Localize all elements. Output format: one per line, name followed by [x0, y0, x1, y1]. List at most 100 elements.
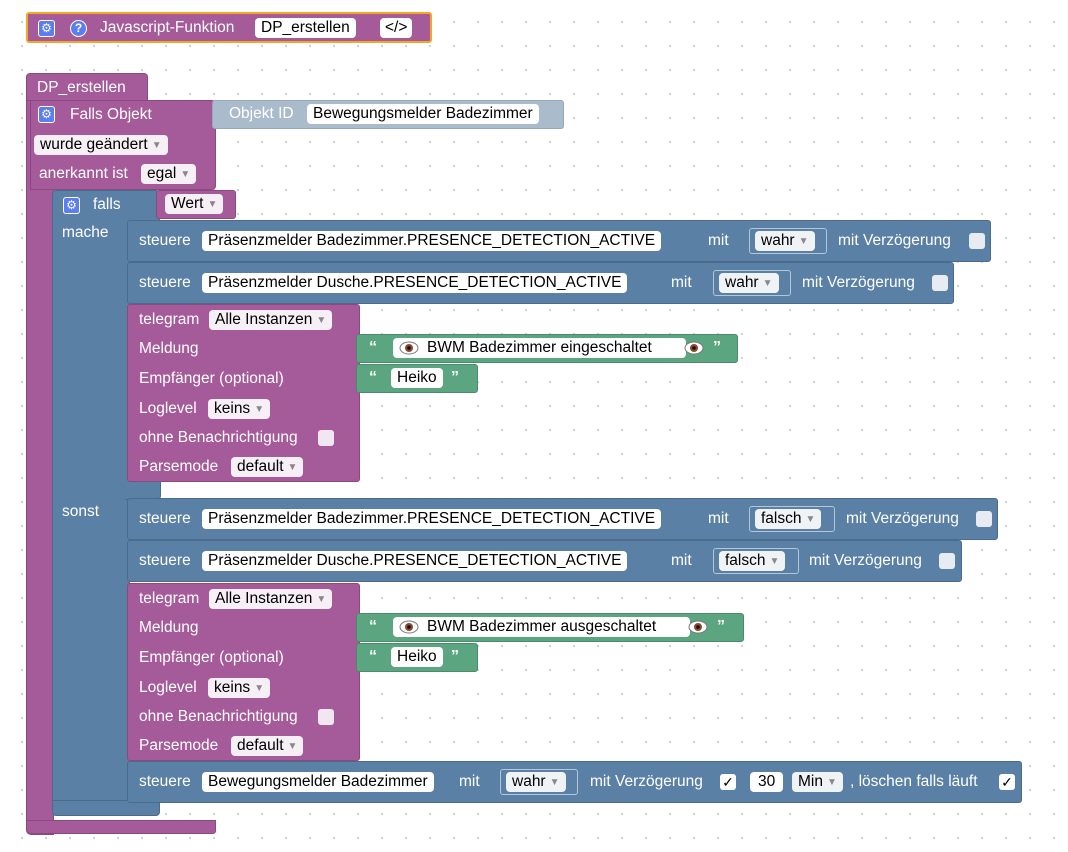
telegram-loglevel-dropdown[interactable]: keins▼: [208, 399, 271, 419]
gear-icon[interactable]: ⚙: [38, 20, 55, 37]
control-delay-label: mit Verzögerung: [809, 552, 922, 569]
then-telegram-block[interactable]: telegram Alle Instanzen▼ Meldung Empfäng…: [127, 304, 360, 482]
else-recipient-text-block[interactable]: “ Heiko ”: [356, 643, 478, 672]
open-quote-icon: “: [369, 369, 377, 386]
control-value-box: [749, 228, 827, 254]
control-prefix: steuere: [139, 232, 191, 249]
control-with-label: mit: [671, 552, 692, 569]
trigger-ack-label: anerkannt ist: [39, 165, 128, 182]
open-quote-icon: “: [369, 339, 377, 356]
telegram-recipient-label: Empfänger (optional): [139, 370, 284, 387]
control-delay-label: mit Verzögerung: [802, 274, 915, 291]
trigger-block[interactable]: ⚙ Falls Objekt wurde geändert▼ anerkannt…: [30, 100, 216, 190]
delay-unit-dropdown[interactable]: Min▼: [792, 772, 843, 792]
condition-block[interactable]: Wert▼: [156, 190, 236, 219]
telegram-instance-dropdown[interactable]: Alle Instanzen▼: [209, 589, 333, 609]
function-definition-footer: [26, 820, 216, 834]
chevron-down-icon: ▼: [287, 462, 298, 473]
telegram-message-label: Meldung: [139, 340, 199, 357]
else-control2-block[interactable]: steuere Präsenzmelder Dusche.PRESENCE_DE…: [127, 540, 962, 582]
control-value-dropdown[interactable]: wahr▼: [719, 273, 779, 293]
control-value-box: [500, 769, 578, 795]
control-object-field[interactable]: Präsenzmelder Badezimmer.PRESENCE_DETECT…: [202, 509, 662, 529]
close-quote-icon: ”: [451, 648, 459, 665]
chevron-down-icon: ▼: [254, 404, 265, 415]
code-toggle-button[interactable]: </>: [380, 18, 413, 38]
if-else-spine: [52, 190, 130, 815]
control-object-field[interactable]: Präsenzmelder Dusche.PRESENCE_DETECTION_…: [202, 273, 628, 293]
condition-dropdown[interactable]: Wert▼: [165, 194, 224, 214]
help-icon[interactable]: ?: [70, 20, 87, 37]
control-delay-checkbox[interactable]: [976, 511, 992, 527]
close-quote-icon: ”: [717, 618, 725, 635]
clear-running-checkbox[interactable]: ✓: [999, 774, 1015, 790]
then-control2-block[interactable]: steuere Präsenzmelder Dusche.PRESENCE_DE…: [127, 262, 954, 304]
chevron-down-icon: ▼: [762, 278, 773, 289]
eye-icon: [684, 341, 704, 355]
close-quote-icon: ”: [451, 369, 459, 386]
control-value-dropdown[interactable]: wahr▼: [755, 231, 815, 251]
control-prefix: steuere: [139, 773, 191, 790]
telegram-loglevel-label: Loglevel: [139, 400, 197, 417]
chevron-down-icon: ▼: [316, 594, 327, 605]
telegram-silent-label: ohne Benachrichtigung: [139, 429, 298, 446]
if-header-block[interactable]: ⚙ falls: [52, 190, 160, 220]
eye-icon: [399, 341, 419, 355]
if-else-footer: [52, 800, 160, 816]
recipient-text-field[interactable]: Heiko: [391, 368, 443, 388]
control-object-field[interactable]: Präsenzmelder Badezimmer.PRESENCE_DETECT…: [202, 231, 662, 251]
trigger-label: Falls Objekt: [70, 106, 152, 123]
control-value-dropdown[interactable]: wahr▼: [506, 772, 566, 792]
open-quote-icon: “: [369, 648, 377, 665]
chevron-down-icon: ▼: [207, 199, 218, 210]
telegram-label: telegram: [139, 590, 200, 607]
telegram-silent-checkbox[interactable]: [318, 709, 334, 725]
then-message-text-block[interactable]: “ BWM Badezimmer eingeschaltet ”: [356, 334, 738, 363]
telegram-label: telegram: [139, 311, 200, 328]
telegram-parsemode-label: Parsemode: [139, 458, 219, 475]
else-message-text-block[interactable]: “ BWM Badezimmer ausgeschaltet ”: [356, 613, 744, 642]
then-control1-block[interactable]: steuere Präsenzmelder Badezimmer.PRESENC…: [127, 220, 991, 262]
object-id-value[interactable]: Bewegungsmelder Badezimmer: [307, 104, 539, 124]
close-quote-icon: ”: [713, 339, 721, 356]
else-telegram-block[interactable]: telegram Alle Instanzen▼ Meldung Empfäng…: [127, 583, 360, 761]
gear-icon[interactable]: ⚙: [38, 106, 55, 123]
function-definition-spine: [26, 100, 54, 835]
function-name-field[interactable]: DP_erstellen: [255, 18, 356, 38]
control-object-field[interactable]: Präsenzmelder Dusche.PRESENCE_DETECTION_…: [202, 551, 628, 571]
telegram-loglevel-dropdown[interactable]: keins▼: [208, 678, 271, 698]
telegram-parsemode-dropdown[interactable]: default▼: [231, 457, 304, 477]
recipient-text-field[interactable]: Heiko: [391, 647, 443, 667]
object-id-block[interactable]: Objekt ID Bewegungsmelder Badezimmer: [212, 100, 564, 129]
function-definition-cap[interactable]: DP_erstellen: [26, 73, 148, 103]
function-header-title: Javascript-Funktion: [100, 19, 235, 36]
telegram-silent-checkbox[interactable]: [318, 430, 334, 446]
control-delay-checkbox[interactable]: [939, 553, 955, 569]
telegram-instance-dropdown[interactable]: Alle Instanzen▼: [209, 310, 333, 330]
gear-icon[interactable]: ⚙: [63, 197, 80, 214]
control-delay-checkbox[interactable]: [969, 233, 985, 249]
message-text-field[interactable]: BWM Badezimmer eingeschaltet: [393, 338, 686, 358]
control-prefix: steuere: [139, 552, 191, 569]
function-definition-name: DP_erstellen: [37, 79, 126, 96]
control-delay-checkbox[interactable]: ✓: [720, 774, 736, 790]
telegram-silent-label: ohne Benachrichtigung: [139, 708, 298, 725]
control-object-field[interactable]: Bewegungsmelder Badezimmer: [202, 772, 434, 792]
control-value-dropdown[interactable]: falsch▼: [719, 551, 786, 571]
telegram-recipient-label: Empfänger (optional): [139, 649, 284, 666]
control-delay-checkbox[interactable]: [932, 275, 948, 291]
then-recipient-text-block[interactable]: “ Heiko ”: [356, 364, 478, 393]
function-header-block[interactable]: ⚙ ? Javascript-Funktion DP_erstellen </>: [26, 12, 432, 43]
chevron-down-icon: ▼: [769, 556, 780, 567]
trigger-ack-dropdown[interactable]: egal▼: [141, 164, 197, 184]
chevron-down-icon: ▼: [287, 741, 298, 752]
else-control3-block[interactable]: steuere Bewegungsmelder Badezimmer mit w…: [127, 761, 1022, 803]
trigger-changed-dropdown[interactable]: wurde geändert▼: [34, 135, 168, 155]
else-control1-block[interactable]: steuere Präsenzmelder Badezimmer.PRESENC…: [127, 498, 998, 540]
telegram-parsemode-dropdown[interactable]: default▼: [231, 736, 304, 756]
message-text-field[interactable]: BWM Badezimmer ausgeschaltet: [393, 617, 691, 637]
delay-amount-field[interactable]: 30: [750, 772, 784, 792]
eye-icon: [688, 620, 708, 634]
control-with-label: mit: [671, 274, 692, 291]
control-value-dropdown[interactable]: falsch▼: [755, 509, 822, 529]
